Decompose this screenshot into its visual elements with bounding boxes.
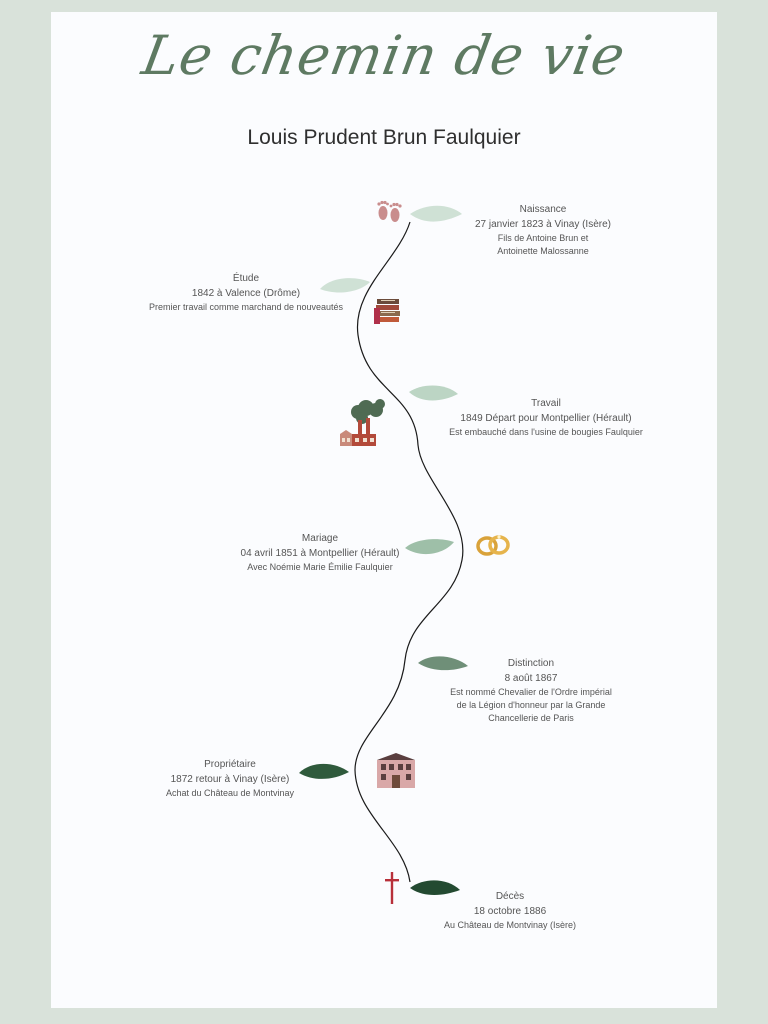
life-path-line	[354, 221, 464, 883]
event-proprietaire: Propriétaire 1872 retour à Vinay (Isère)…	[150, 757, 310, 800]
leaf-icon	[418, 656, 468, 671]
event-date: 18 octobre 1886	[473, 906, 547, 917]
event-label: Propriétaire	[204, 759, 256, 770]
event-label: Naissance	[519, 204, 567, 215]
event-detail: de la Légion d'honneur par la Grande	[456, 700, 606, 710]
poster-sheet	[51, 12, 717, 1008]
leaf-icon	[320, 278, 370, 293]
event-detail: Achat du Château de Montvinay	[165, 788, 295, 798]
event-deces: Décès 18 octobre 1886 Au Château de Mont…	[440, 889, 580, 932]
leaf-icon	[405, 539, 454, 555]
event-detail: Est nommé Chevalier de l'Ordre impérial	[450, 687, 612, 697]
event-detail: Chancellerie de Paris	[488, 713, 574, 723]
event-label: Travail	[531, 398, 561, 409]
event-distinction: Distinction 8 août 1867 Est nommé Cheval…	[446, 656, 616, 725]
cross-icon	[385, 872, 399, 904]
event-detail: Avec Noémie Marie Émilie Faulquier	[247, 562, 393, 572]
chateau-icon	[377, 753, 415, 788]
event-naissance: Naissance 27 janvier 1823 à Vinay (Isère…	[468, 202, 618, 258]
leaf-icon	[299, 763, 349, 779]
event-label: Distinction	[507, 658, 555, 669]
wedding-rings-icon	[476, 535, 510, 556]
event-travail: Travail 1849 Départ pour Montpellier (Hé…	[446, 396, 646, 439]
event-detail: Au Château de Montvinay (Isère)	[443, 920, 577, 930]
event-detail: Fils de Antoine Brun et	[497, 233, 589, 243]
event-label: Étude	[232, 273, 260, 284]
page-subtitle: Louis Prudent Brun Faulquier	[247, 126, 521, 149]
event-etude: Étude 1842 à Valence (Drôme) Premier tra…	[132, 271, 360, 314]
event-mariage: Mariage 04 avril 1851 à Montpellier (Hér…	[234, 531, 406, 574]
leaf-icon	[409, 385, 458, 401]
event-label: Décès	[495, 891, 525, 902]
event-detail: Est embauché dans l'usine de bougies Fau…	[449, 427, 643, 437]
factory-icon	[340, 399, 385, 446]
leaf-icon	[410, 205, 462, 222]
event-date: 04 avril 1851 à Montpellier (Hérault)	[240, 548, 400, 559]
leaf-icon	[410, 880, 460, 895]
baby-footprints-icon	[377, 200, 402, 222]
books-icon	[374, 299, 400, 324]
event-date: 1849 Départ pour Montpellier (Hérault)	[460, 413, 632, 424]
event-detail: Antoinette Malossanne	[497, 246, 589, 256]
event-date: 8 août 1867	[504, 673, 558, 684]
event-date: 1842 à Valence (Drôme)	[191, 288, 301, 299]
event-detail: Premier travail comme marchand de nouvea…	[148, 302, 344, 312]
event-date: 27 janvier 1823 à Vinay (Isère)	[474, 219, 611, 230]
event-date: 1872 retour à Vinay (Isère)	[170, 774, 290, 785]
event-label: Mariage	[301, 533, 339, 544]
